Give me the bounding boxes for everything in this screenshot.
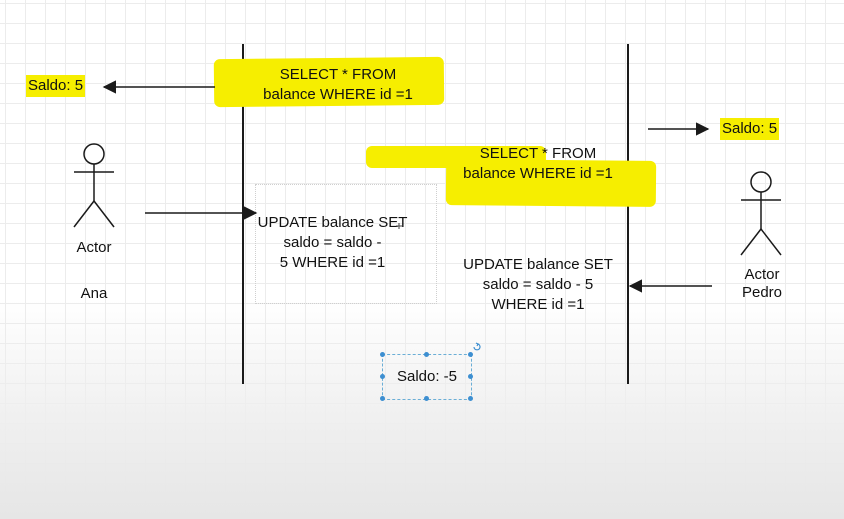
pedro-update-line-1: UPDATE balance SET bbox=[463, 256, 613, 273]
ana-update-line-1: UPDATE balance SET bbox=[257, 214, 408, 231]
selection-handle-tm[interactable] bbox=[424, 352, 429, 357]
actor-ana-role: Actor bbox=[76, 239, 112, 256]
ana-update-line-3: 5 WHERE id =1 bbox=[279, 254, 386, 271]
selection-handle-bl[interactable] bbox=[380, 396, 385, 401]
pedro-update-line-3: WHERE id =1 bbox=[491, 296, 585, 313]
ana-saldo-label[interactable]: Saldo: 5 bbox=[26, 75, 86, 97]
actor-pedro-role: Actor bbox=[744, 266, 780, 283]
ana-select-line-2: balance WHERE id =1 bbox=[263, 86, 413, 103]
lifeline-left[interactable] bbox=[242, 44, 244, 384]
lifeline-right[interactable] bbox=[627, 44, 629, 384]
selection-handle-tr[interactable] bbox=[468, 352, 473, 357]
pedro-select-line-2: balance WHERE id =1 bbox=[463, 165, 613, 182]
selection-handle-tl[interactable] bbox=[380, 352, 385, 357]
ana-select-query[interactable]: SELECT * FROM balance WHERE id =1 bbox=[238, 65, 438, 105]
selection-handle-ml[interactable] bbox=[380, 374, 385, 379]
text-group-outline bbox=[255, 184, 437, 304]
selection-handle-bm[interactable] bbox=[424, 396, 429, 401]
actor-pedro-name: Pedro bbox=[741, 284, 783, 301]
ana-select-line-1: SELECT * FROM bbox=[279, 66, 397, 83]
pedro-saldo-label[interactable]: Saldo: 5 bbox=[720, 118, 780, 140]
rotate-icon bbox=[473, 342, 481, 351]
actor-ana-name: Ana bbox=[80, 285, 108, 302]
ana-update-query[interactable]: UPDATE balance SET saldo = saldo - 5 WHE… bbox=[245, 213, 420, 273]
selection-handle-mr[interactable] bbox=[468, 374, 473, 379]
pedro-update-query[interactable]: UPDATE balance SET saldo = saldo - 5 WHE… bbox=[448, 255, 628, 315]
pedro-select-query[interactable]: SELECT * FROM balance WHERE id =1 bbox=[438, 144, 638, 184]
pedro-select-line-1: SELECT * FROM bbox=[479, 145, 597, 162]
actor-ana-figure bbox=[73, 143, 115, 228]
selection-handle-br[interactable] bbox=[468, 396, 473, 401]
ana-update-line-2: saldo = saldo - bbox=[283, 234, 382, 251]
pedro-update-line-2: saldo = saldo - 5 bbox=[482, 276, 594, 293]
final-saldo-label[interactable]: Saldo: -5 bbox=[396, 368, 458, 385]
actor-pedro-figure bbox=[740, 171, 782, 256]
